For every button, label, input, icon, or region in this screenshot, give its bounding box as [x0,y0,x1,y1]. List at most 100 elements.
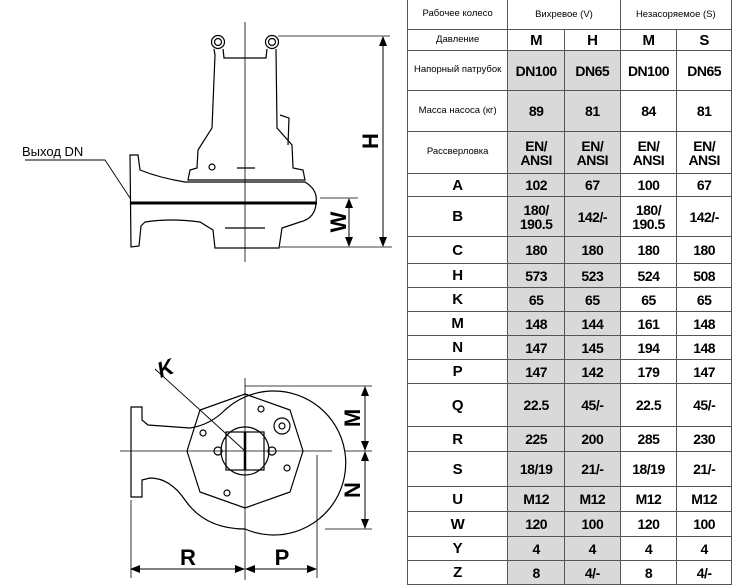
side-view [25,22,392,262]
table-cell: 120 [619,511,678,537]
table-cell: 100 [619,173,678,197]
table-cell: 148 [507,311,566,336]
row-label: S [406,451,509,487]
table-cell: 523 [564,263,621,288]
table-cell: 573 [507,263,566,288]
table-cell: 147 [507,335,566,360]
table-cell: 200 [564,426,621,452]
dim-label-r: R [180,545,196,570]
table-cell: 67 [676,173,732,197]
row-label: H [406,263,509,288]
table-cell: M12 [676,486,732,512]
table-cell: 65 [507,287,566,312]
dim-label-m: M [340,409,365,427]
table-cell: 18/19 [619,451,678,487]
table-cell: 524 [619,263,678,288]
group-non-clog: Незасоряемое (S) [619,0,732,30]
table-cell: M [619,29,678,51]
table-cell: 144 [564,311,621,336]
outlet-label: Выход DN [22,144,83,159]
table-cell: 84 [619,90,678,132]
table-cell: 8 [507,560,566,585]
table-cell: 8 [619,560,678,585]
table-cell: 180 [507,236,566,264]
table-cell: H [564,29,621,51]
row-label: C [406,236,509,264]
table-cell: 65 [676,287,732,312]
table-cell: 21/- [676,451,732,487]
row-label: Y [406,536,509,561]
table-cell: 285 [619,426,678,452]
table-cell: DN65 [676,50,732,91]
table-cell: M12 [564,486,621,512]
row-label: Рассверловка [406,131,509,174]
table-cell: M12 [507,486,566,512]
table-cell: 179 [619,359,678,384]
row-label: W [406,511,509,537]
table-cell: 67 [564,173,621,197]
table-cell: EN/ANSI [564,131,621,174]
table-cell: M [507,29,566,51]
row-label: P [406,359,509,384]
table-cell: 142/- [564,196,621,237]
pump-spec-table: Рабочее колесо Вихревое (V) Незасоряемое… [406,0,732,585]
group-vortex: Вихревое (V) [507,0,621,30]
table-cell: 100 [564,511,621,537]
table-cell: 4/- [564,560,621,585]
dim-label-h: H [358,133,383,149]
table-cell: 18/19 [507,451,566,487]
table-cell: 148 [676,311,732,336]
table-cell: M12 [619,486,678,512]
dim-label-k: K [154,353,179,383]
row-label: Q [406,383,509,427]
table-cell: 145 [564,335,621,360]
table-cell: 120 [507,511,566,537]
table-cell: 147 [676,359,732,384]
table-cell: DN100 [507,50,566,91]
table-cell: 147 [507,359,566,384]
table-cell: 180/190.5 [507,196,566,237]
table-cell: 4 [564,536,621,561]
table-cell: 161 [619,311,678,336]
table-cell: 508 [676,263,732,288]
table-cell: DN100 [619,50,678,91]
table-cell: 22.5 [619,383,678,427]
row-label: N [406,335,509,360]
row-label: Z [406,560,509,585]
table-cell: 225 [507,426,566,452]
table-cell: EN/ANSI [676,131,732,174]
table-cell: EN/ANSI [507,131,566,174]
table-cell: 4 [507,536,566,561]
row-label: A [406,173,509,197]
table-cell: 4/- [676,560,732,585]
table-cell: 230 [676,426,732,452]
table-cell: 45/- [564,383,621,427]
table-cell: 45/- [676,383,732,427]
table-cell: DN65 [564,50,621,91]
row-label: B [406,196,509,237]
table-cell: 81 [676,90,732,132]
plan-view [120,368,372,580]
table-cell: 194 [619,335,678,360]
table-cell: EN/ANSI [619,131,678,174]
table-cell: 65 [564,287,621,312]
table-cell: 21/- [564,451,621,487]
table-cell: 89 [507,90,566,132]
table-cell: 148 [676,335,732,360]
